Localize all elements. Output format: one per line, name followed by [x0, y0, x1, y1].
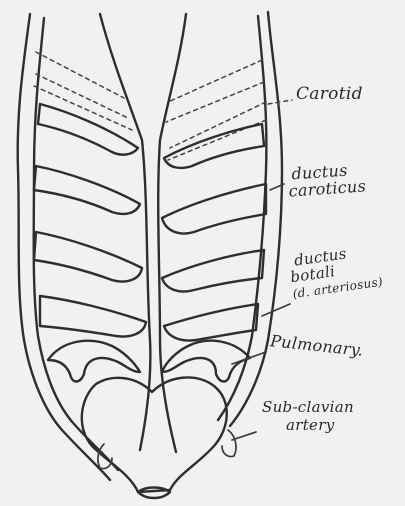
dashed-arch-upper-right-1: [168, 60, 262, 102]
right-pulmonary-arch: [162, 341, 250, 382]
left-arch-4: [40, 296, 146, 336]
dashed-arch-upper-left-2: [36, 74, 128, 118]
left-lateral-aorta-inner: [34, 18, 118, 470]
leader-ductus-botali: [262, 304, 290, 316]
dashed-arch-upper-left-3: [34, 86, 132, 130]
dashed-arch-upper-right-2: [166, 82, 264, 122]
right-arch-4: [164, 304, 258, 340]
leader-subclavian: [232, 432, 256, 440]
label-carotid-text: Carotid: [296, 84, 363, 104]
left-arch-2: [34, 166, 140, 214]
label-ductus-caroticus: ductus caroticus: [287, 161, 367, 200]
right-arch-2: [162, 184, 266, 233]
label-carotid: Carotid: [296, 86, 363, 104]
label-subclavian-line1: Sub-clavian: [262, 400, 354, 416]
label-subclavian: Sub-clavian artery: [262, 400, 354, 434]
dashed-arch-upper-left-1: [36, 52, 124, 98]
right-arch-3: [162, 250, 264, 292]
left-arch-1: [38, 104, 138, 155]
carotid-leader-line: [268, 100, 292, 104]
right-arch-1: [164, 124, 264, 168]
bulbus-cordis: [82, 377, 227, 492]
label-subclavian-line2: artery: [262, 418, 354, 434]
left-arch-3: [34, 232, 142, 282]
right-subclavian-stub: [222, 430, 236, 457]
left-pulmonary-arch: [48, 341, 140, 382]
dashed-arch-upper-right-3: [170, 102, 266, 148]
